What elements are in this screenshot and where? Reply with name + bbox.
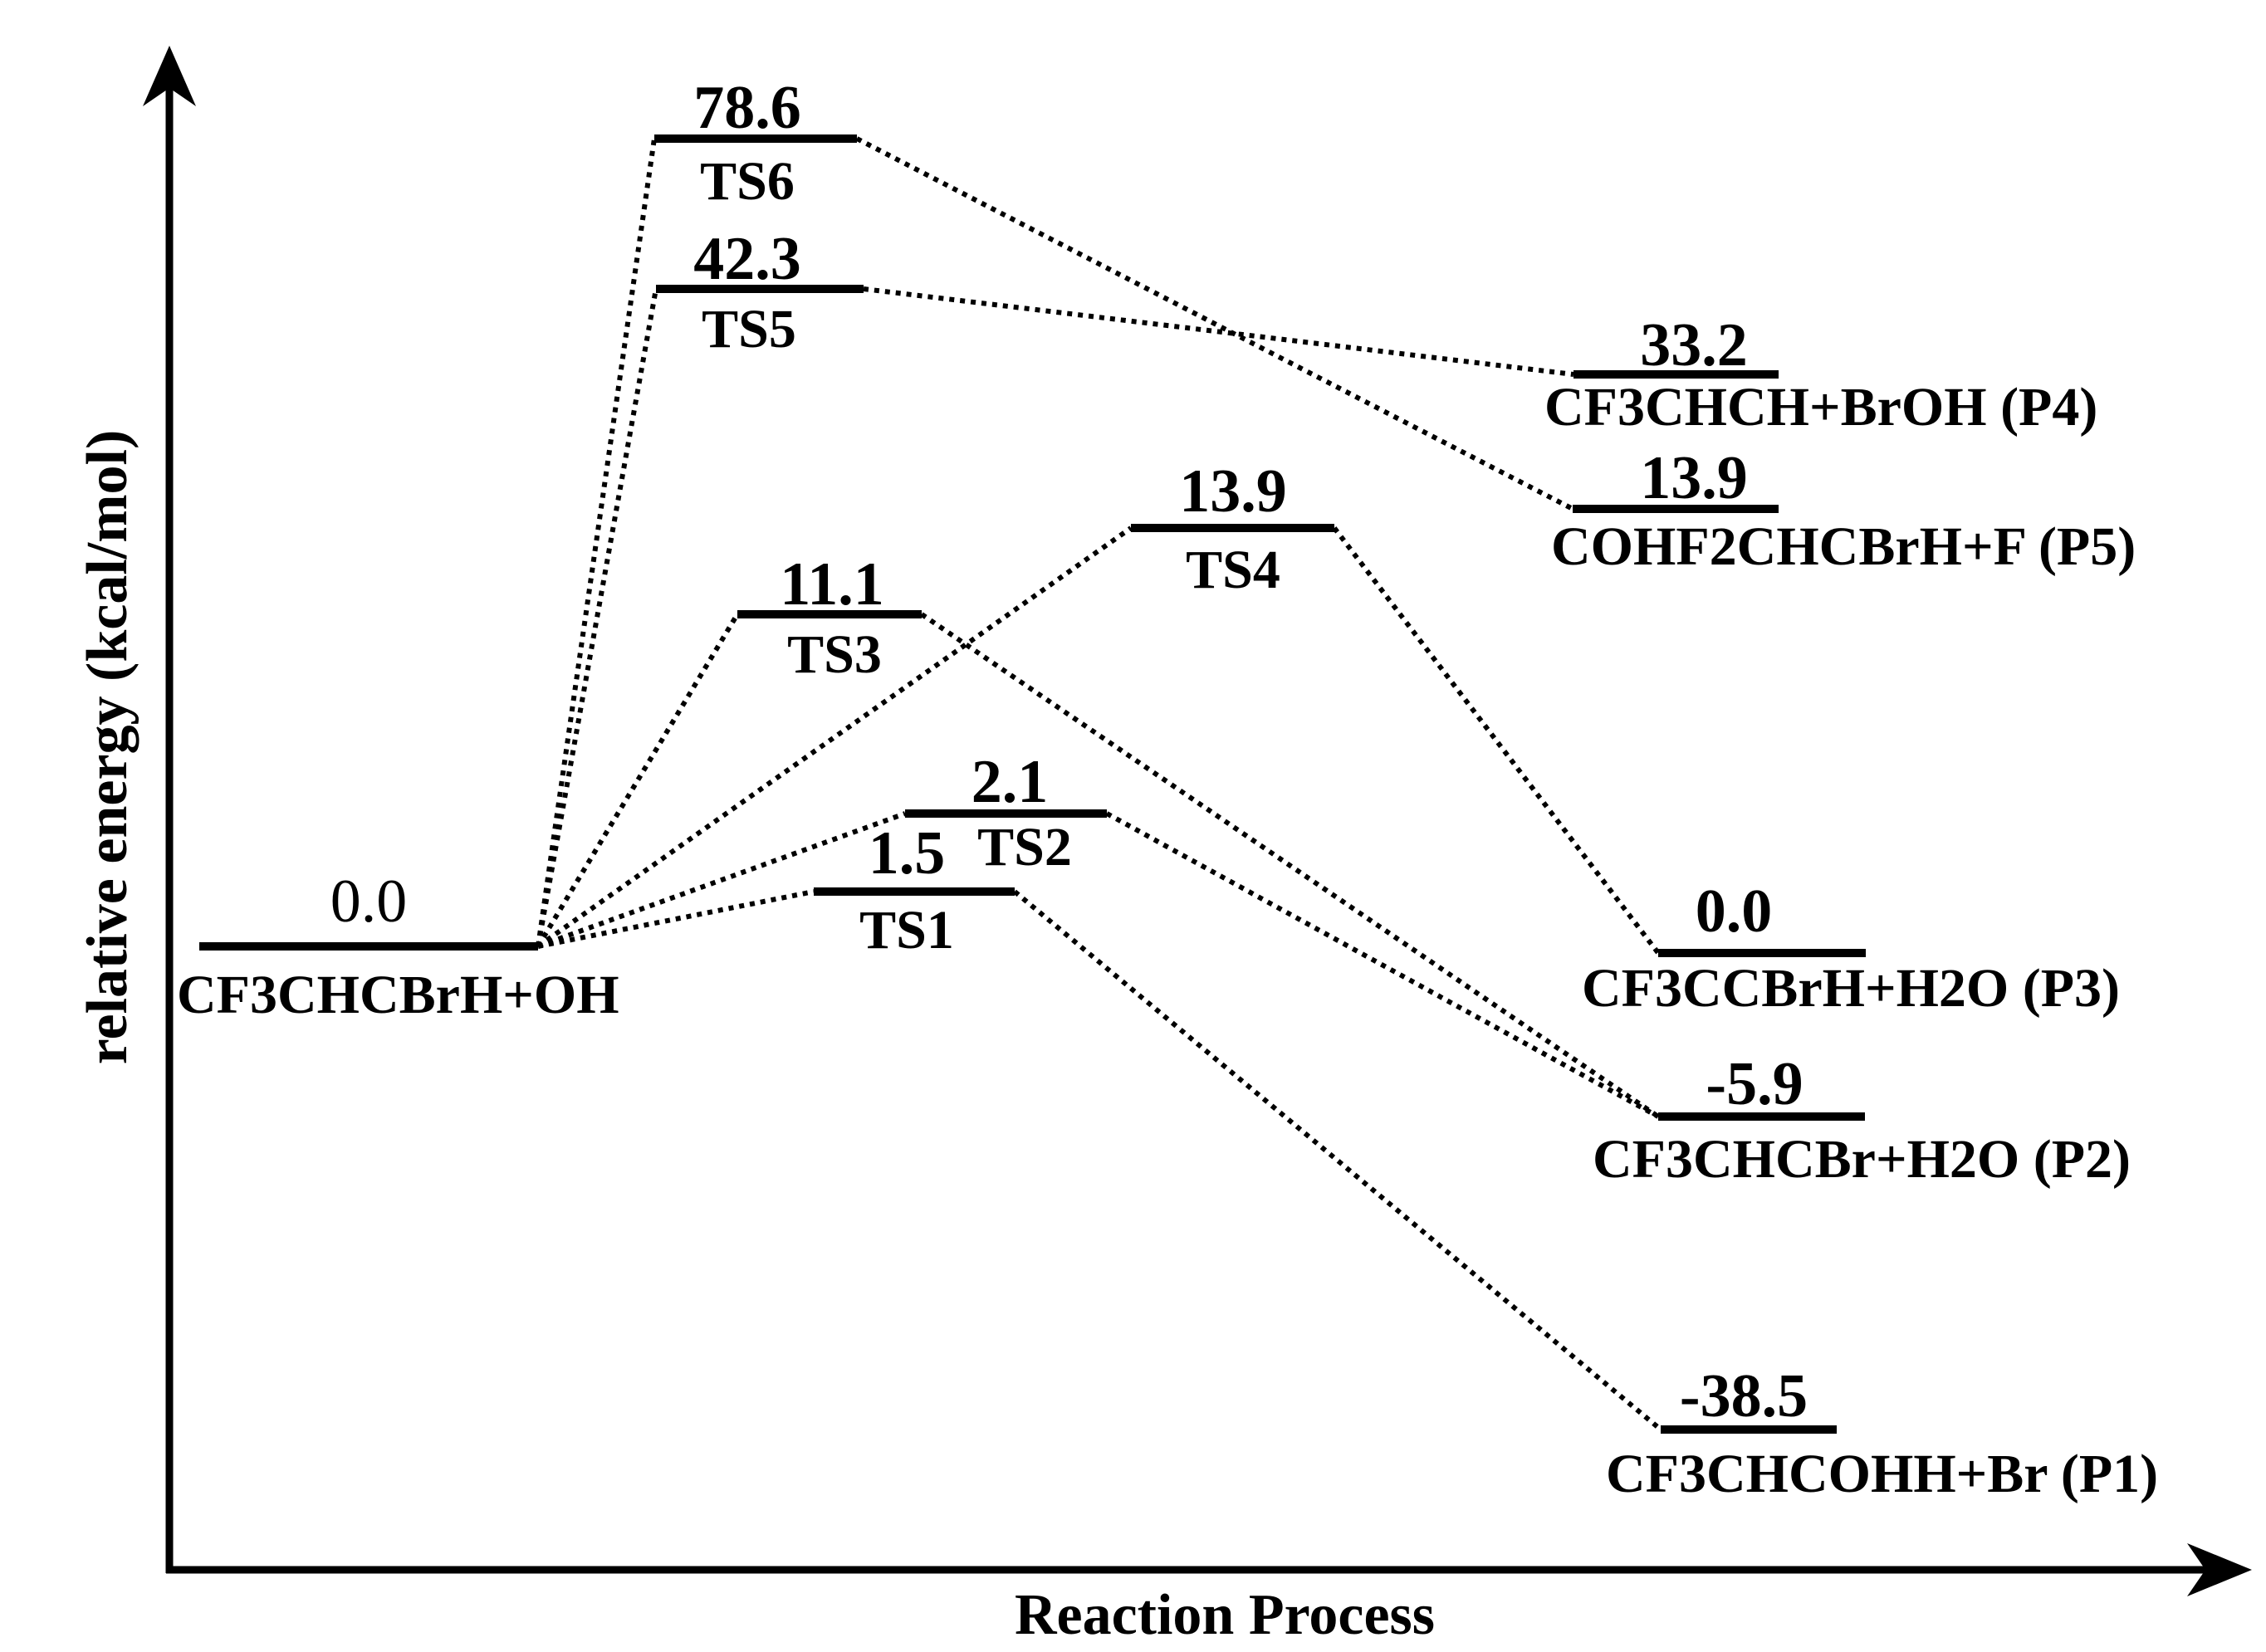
energy-value: -38.5 — [1680, 1362, 1808, 1430]
energy-value: 13.9 — [1640, 444, 1748, 512]
connector-ts1-p1 — [1013, 889, 1662, 1432]
connector-r-ts5 — [536, 288, 658, 947]
state-label: TS5 — [702, 299, 796, 359]
pathway-connectors — [536, 136, 1662, 1432]
energy-value: 33.2 — [1640, 311, 1748, 379]
level-p1: -38.5 CF3CHCOHH+Br (P1) — [1606, 1362, 2158, 1504]
y-axis-arrowhead — [143, 46, 196, 106]
connector-r-ts2 — [536, 811, 907, 949]
level-ts6: 78.6 TS6 — [654, 74, 857, 212]
state-label: TS3 — [787, 624, 882, 685]
state-label: CF3CHCBrH+OH — [177, 965, 619, 1025]
state-label: TS4 — [1186, 540, 1280, 600]
x-axis-title: Reaction Process — [1015, 1583, 1435, 1647]
state-label: TS1 — [859, 900, 954, 960]
level-ts1: 1.5 TS1 — [814, 819, 1015, 960]
state-label: CF3CHCOHH+Br (P1) — [1606, 1444, 2158, 1504]
connector-ts2-p2 — [1105, 811, 1660, 1119]
x-axis-arrowhead — [2187, 1543, 2252, 1596]
level-ts5: 42.3 TS5 — [656, 225, 864, 359]
level-p2: -5.9 CF3CHCBr+H2O (P2) — [1593, 1050, 2131, 1190]
level-p4: 33.2 CF3CHCH+BrOH (P4) — [1544, 311, 2097, 437]
connector-ts6-p5 — [855, 136, 1574, 511]
level-ts2: 2.1 TS2 — [905, 748, 1107, 877]
connector-ts3-p2 — [920, 612, 1660, 1119]
state-label: COHF2CHCBrH+F (P5) — [1551, 516, 2136, 577]
state-label: TS2 — [977, 817, 1072, 877]
connector-r-ts6 — [536, 138, 657, 947]
energy-value: 42.3 — [693, 225, 801, 293]
energy-value: 78.6 — [693, 74, 801, 142]
connector-r-ts4 — [536, 525, 1133, 949]
connector-r-ts1 — [537, 889, 815, 949]
level-ts3: 11.1 TS3 — [737, 550, 922, 685]
level-ts4: 13.9 TS4 — [1131, 457, 1334, 600]
state-label: TS6 — [700, 151, 795, 212]
energy-value: 13.9 — [1179, 457, 1287, 525]
connector-r-ts3 — [536, 613, 740, 948]
energy-value: 0.0 — [1696, 877, 1773, 946]
connector-ts5-p4 — [863, 286, 1574, 377]
state-label: CF3CCBrH+H2O (P3) — [1582, 958, 2120, 1019]
level-p3: 0.0 CF3CCBrH+H2O (P3) — [1582, 877, 2120, 1019]
energy-value: 2.1 — [971, 748, 1049, 816]
energy-value: 11.1 — [780, 550, 883, 618]
state-label: CF3CHCBr+H2O (P2) — [1593, 1129, 2131, 1190]
energy-value: 0.0 — [330, 868, 408, 936]
state-label: CF3CHCH+BrOH (P4) — [1544, 377, 2097, 437]
energy-value: 1.5 — [869, 819, 946, 887]
level-reactant: 0.0 CF3CHCBrH+OH — [177, 868, 619, 1025]
y-axis-title: relative energy (kcal/mol) — [76, 430, 139, 1065]
level-p5: 13.9 COHF2CHCBrH+F (P5) — [1551, 444, 2136, 577]
connector-ts4-p3 — [1332, 526, 1661, 955]
energy-value: -5.9 — [1706, 1050, 1803, 1118]
